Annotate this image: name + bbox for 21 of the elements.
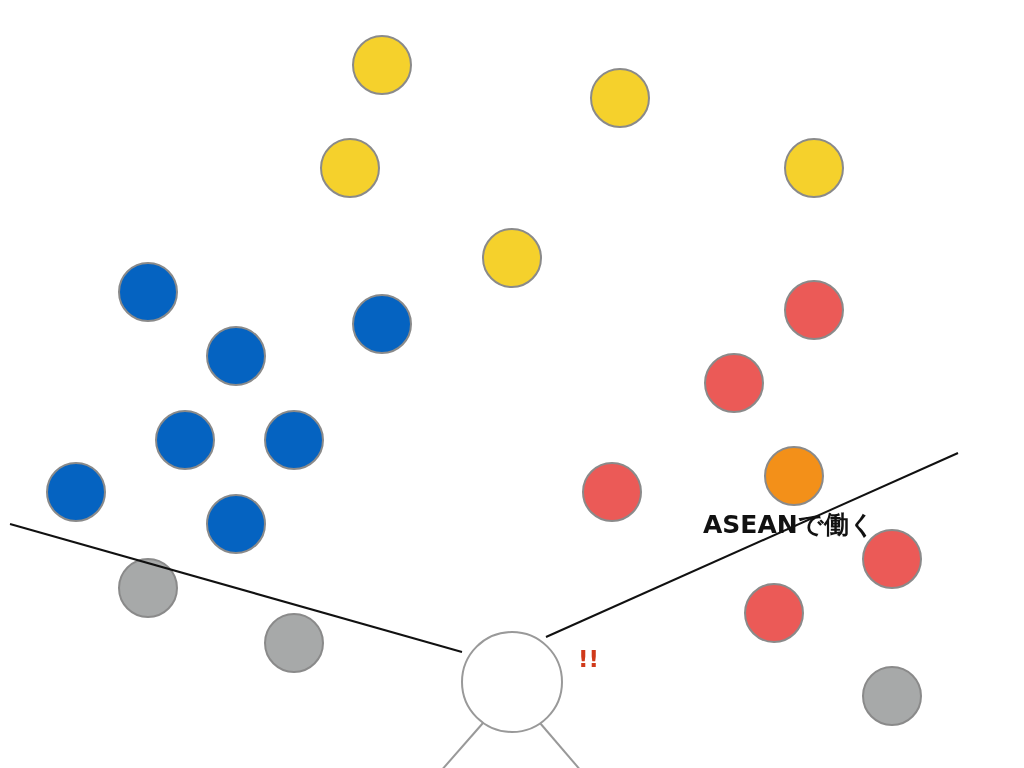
dot <box>46 462 106 522</box>
dot <box>590 68 650 128</box>
dot <box>264 410 324 470</box>
dot <box>155 410 215 470</box>
dot <box>862 666 922 726</box>
dot <box>764 446 824 506</box>
dot <box>118 262 178 322</box>
dot <box>744 583 804 643</box>
dot <box>784 138 844 198</box>
dot <box>206 326 266 386</box>
dot <box>482 228 542 288</box>
dot <box>206 494 266 554</box>
dot <box>352 294 412 354</box>
dot <box>784 280 844 340</box>
dot <box>704 353 764 413</box>
exclamation-mark: !! <box>578 648 599 671</box>
dot <box>582 462 642 522</box>
dot <box>264 613 324 673</box>
dot <box>118 558 178 618</box>
dot <box>352 35 412 95</box>
dot <box>320 138 380 198</box>
